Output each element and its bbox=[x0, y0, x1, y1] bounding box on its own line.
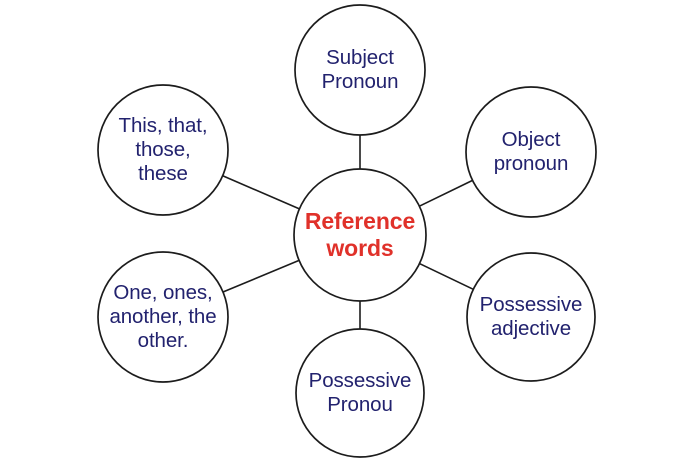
connector-reference-words-to-one-ones-another-the-other bbox=[222, 259, 300, 293]
connector-layer bbox=[222, 135, 474, 329]
node-circle-this-that-those-these[interactable] bbox=[97, 84, 229, 216]
node-circle-one-ones-another-the-other[interactable] bbox=[97, 251, 229, 383]
connector-reference-words-to-possessive-adjective bbox=[419, 262, 474, 291]
node-circle-object-pronoun[interactable] bbox=[465, 86, 597, 218]
node-circle-possessive-adjective[interactable] bbox=[466, 252, 596, 382]
node-circle-subject-pronoun[interactable] bbox=[294, 4, 426, 136]
node-circle-reference-words[interactable] bbox=[293, 168, 427, 302]
connector-reference-words-to-object-pronoun bbox=[419, 179, 473, 207]
circle-layer bbox=[97, 4, 597, 458]
node-circle-possessive-pronoun[interactable] bbox=[295, 328, 425, 458]
connector-reference-words-to-this-that-those-these bbox=[222, 175, 300, 210]
